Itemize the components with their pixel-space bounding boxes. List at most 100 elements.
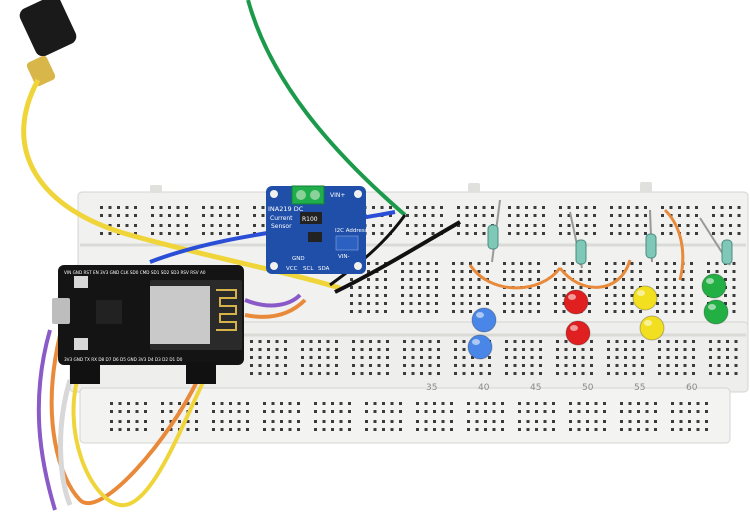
breadboard-hole <box>488 356 491 359</box>
breadboard-hole <box>622 302 625 305</box>
breadboard-hole <box>457 206 460 209</box>
breadboard-hole <box>732 294 736 297</box>
breadboard-hole <box>409 270 413 273</box>
led-highlight <box>568 294 576 300</box>
breadboard-hole <box>469 302 472 305</box>
breadboard-hole <box>690 310 693 313</box>
breadboard-hole <box>501 402 504 405</box>
breadboard-hole <box>620 410 623 413</box>
breadboard-hole <box>518 428 521 431</box>
breadboard-hole <box>280 402 283 405</box>
breadboard-hole <box>435 278 438 281</box>
breadboard-hole <box>462 372 466 375</box>
breadboard-hole <box>717 340 721 343</box>
breadboard-hole <box>729 214 732 217</box>
breadboard-hole <box>471 356 474 359</box>
breadboard-hole <box>628 420 632 423</box>
breadboard-hole <box>318 348 321 351</box>
breadboard-hole <box>639 278 642 281</box>
breadboard-hole <box>645 420 649 423</box>
breadboard-hole <box>588 294 591 297</box>
breadboard-hole <box>590 340 593 343</box>
breadboard-hole <box>250 348 253 351</box>
breadboard-hole <box>428 348 432 351</box>
breadboard-hole <box>258 364 262 367</box>
breadboard-hole <box>486 286 489 289</box>
sensor-board <box>266 186 366 274</box>
breadboard-hole <box>690 262 693 265</box>
breadboard-hole <box>613 310 617 313</box>
breadboard-hole <box>475 410 479 413</box>
breadboard-hole <box>401 310 404 313</box>
breadboard-hole <box>127 410 130 413</box>
breadboard-hole <box>441 410 445 413</box>
breadboard-hole <box>350 286 353 289</box>
breadboard-hole <box>401 270 404 273</box>
column-label-50: 50 <box>582 383 594 393</box>
breadboard-hole <box>586 420 589 423</box>
breadboard-hole <box>673 262 676 265</box>
green-wire <box>246 0 407 217</box>
breadboard-hole <box>367 262 370 265</box>
breadboard-hole <box>576 224 579 227</box>
breadboard-hole <box>423 232 426 235</box>
breadboard-hole <box>628 410 632 413</box>
breadboard-hole <box>528 302 532 305</box>
breadboard-hole <box>607 340 610 343</box>
breadboard-hole <box>537 278 540 281</box>
breadboard-hole <box>679 410 683 413</box>
breadboard-hole <box>717 348 721 351</box>
breadboard-hole <box>151 214 154 217</box>
purple-wire <box>36 329 57 511</box>
breadboard-hole <box>452 262 455 265</box>
breadboard-hole <box>635 206 639 209</box>
led-highlight <box>476 312 484 318</box>
breadboard-hole <box>144 428 147 431</box>
breadboard-hole <box>431 206 435 209</box>
breadboard-hole <box>176 232 180 235</box>
breadboard-hole <box>348 428 351 431</box>
breadboard-hole <box>683 364 687 367</box>
breadboard-hole <box>594 420 598 423</box>
breadboard-hole <box>683 372 687 375</box>
breadboard-hole <box>431 232 435 235</box>
breadboard-hole <box>673 270 676 273</box>
breadboard-hole <box>409 262 413 265</box>
breadboard-hole <box>210 206 214 209</box>
breadboard-hole <box>726 372 729 375</box>
pin-row-bottom: 3V3 GND TX RX D8 D7 D6 D5 GND 3V3 D4 D3 … <box>64 357 183 362</box>
breadboard-hole <box>467 410 470 413</box>
breadboard-hole <box>409 294 413 297</box>
breadboard-hole <box>352 356 355 359</box>
breadboard-hole <box>530 372 534 375</box>
breadboard-hole <box>554 310 557 313</box>
breadboard-hole <box>513 348 517 351</box>
breadboard-hole <box>508 224 511 227</box>
breadboard-hole <box>556 348 559 351</box>
breadboard-hole <box>212 402 215 405</box>
breadboard-hole <box>645 428 649 431</box>
breadboard: 35 40 45 50 55 60 <box>69 191 749 444</box>
breadboard-hole <box>237 402 241 405</box>
breadboard-hole <box>382 420 385 423</box>
breadboard-hole <box>688 410 691 413</box>
breadboard-hole <box>658 364 661 367</box>
breadboard-hole <box>314 428 317 431</box>
breadboard-hole <box>326 348 330 351</box>
breadboard-hole <box>630 294 634 297</box>
breadboard-hole <box>482 224 486 227</box>
breadboard-hole <box>435 310 438 313</box>
breadboard-hole <box>309 340 313 343</box>
breadboard-hole <box>411 364 415 367</box>
breadboard-hole <box>729 206 732 209</box>
breadboard-hole <box>586 428 589 431</box>
breadboard-hole <box>516 232 520 235</box>
breadboard-hole <box>681 286 685 289</box>
breadboard-hole <box>734 372 738 375</box>
breadboard-hole <box>331 428 334 431</box>
breadboard-hole <box>622 310 625 313</box>
breadboard-hole <box>414 214 418 217</box>
nodemcu-board: VIN GND RST EN 3V3 GND CLK SD0 CMD SD1 S… <box>52 265 244 384</box>
breadboard-hole <box>525 224 528 227</box>
breadboard-hole <box>352 340 355 343</box>
